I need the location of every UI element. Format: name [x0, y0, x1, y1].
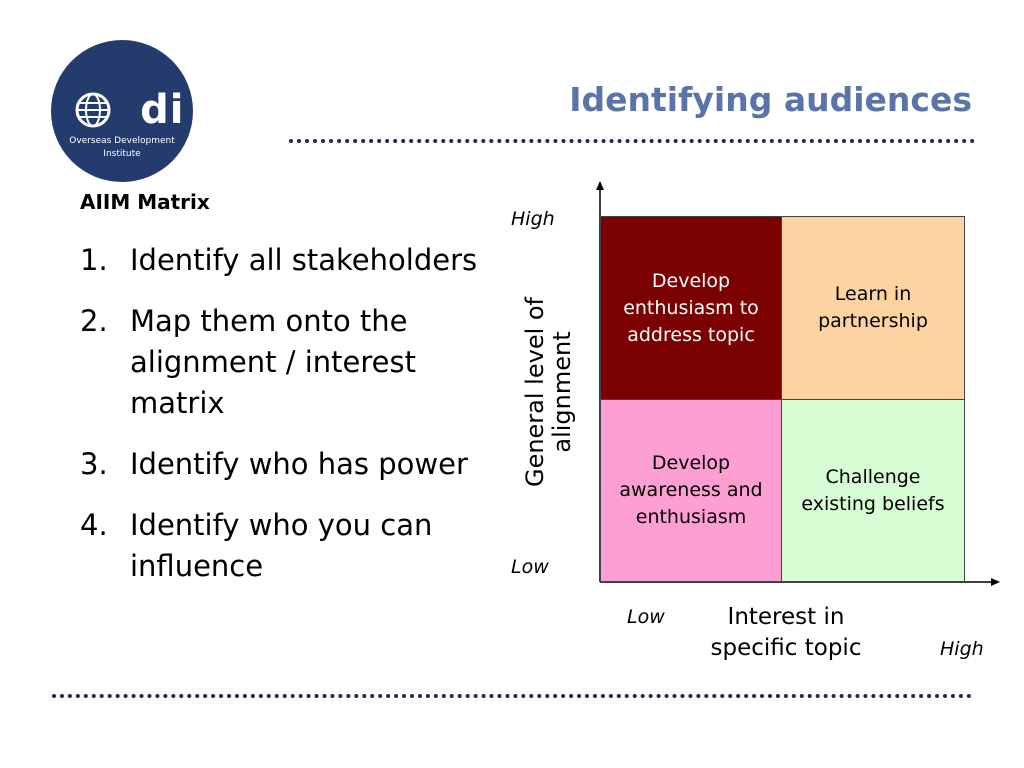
list-item-text: Map them onto the alignment / interest m… — [130, 304, 416, 420]
list-item-number: 4. — [80, 508, 108, 542]
globe-icon — [75, 92, 111, 128]
y-axis-label: General level of alignment — [521, 296, 576, 488]
y-axis-high-label: High — [511, 208, 555, 230]
x-axis-low-label: Low — [627, 606, 665, 628]
list-item-number: 1. — [80, 243, 108, 277]
logo-org-line-2: Institute — [103, 149, 141, 159]
logo-org-line-1: Overseas Development — [69, 136, 175, 146]
list-item-text: Identify who has power — [130, 447, 468, 481]
list-item-text: Identify who you can influence — [130, 508, 433, 583]
quadrant-bottom-left: Develop awareness and enthusiasm — [600, 399, 782, 582]
odi-logo: odi Overseas Development Institute — [51, 40, 193, 182]
quadrant-top-left: Develop enthusiasm to address topic — [600, 216, 782, 400]
section-heading: AIIM Matrix — [80, 190, 210, 214]
x-axis-arrow-icon — [991, 578, 1000, 586]
list-item-number: 3. — [80, 447, 108, 481]
list-item: 1. Identify all stakeholders — [80, 240, 500, 281]
x-axis-label: Interest in specific topic — [710, 604, 862, 661]
y-axis-low-label: Low — [511, 556, 549, 578]
logo-wordmark-text: di — [140, 87, 185, 133]
list-item: 2. Map them onto the alignment / interest… — [80, 301, 500, 424]
list-item: 3. Identify who has power — [80, 444, 500, 485]
steps-list: 1. Identify all stakeholders 2. Map them o… — [80, 240, 500, 607]
bottom-dotted-divider — [52, 694, 972, 698]
quadrant-top-right-text: Learn in partnership — [818, 283, 928, 332]
logo-wordmark: odi — [77, 90, 219, 130]
quadrant-bottom-left-text: Develop awareness and enthusiasm — [619, 452, 763, 528]
list-item-text: Identify all stakeholders — [130, 243, 478, 277]
quadrant-top-right: Learn in partnership — [781, 216, 965, 400]
quadrant-top-left-text: Develop enthusiasm to address topic — [623, 269, 759, 346]
top-dotted-divider — [289, 139, 975, 143]
x-axis-high-label: High — [940, 638, 984, 660]
quadrant-bottom-right: Challenge existing beliefs — [781, 399, 965, 582]
quadrant-bottom-right-text: Challenge existing beliefs — [801, 465, 945, 515]
list-item: 4. Identify who you can influence — [80, 505, 500, 587]
list-item-number: 2. — [80, 304, 108, 338]
y-axis-arrow-icon — [596, 181, 604, 190]
page-title: Identifying audiences — [569, 80, 972, 119]
